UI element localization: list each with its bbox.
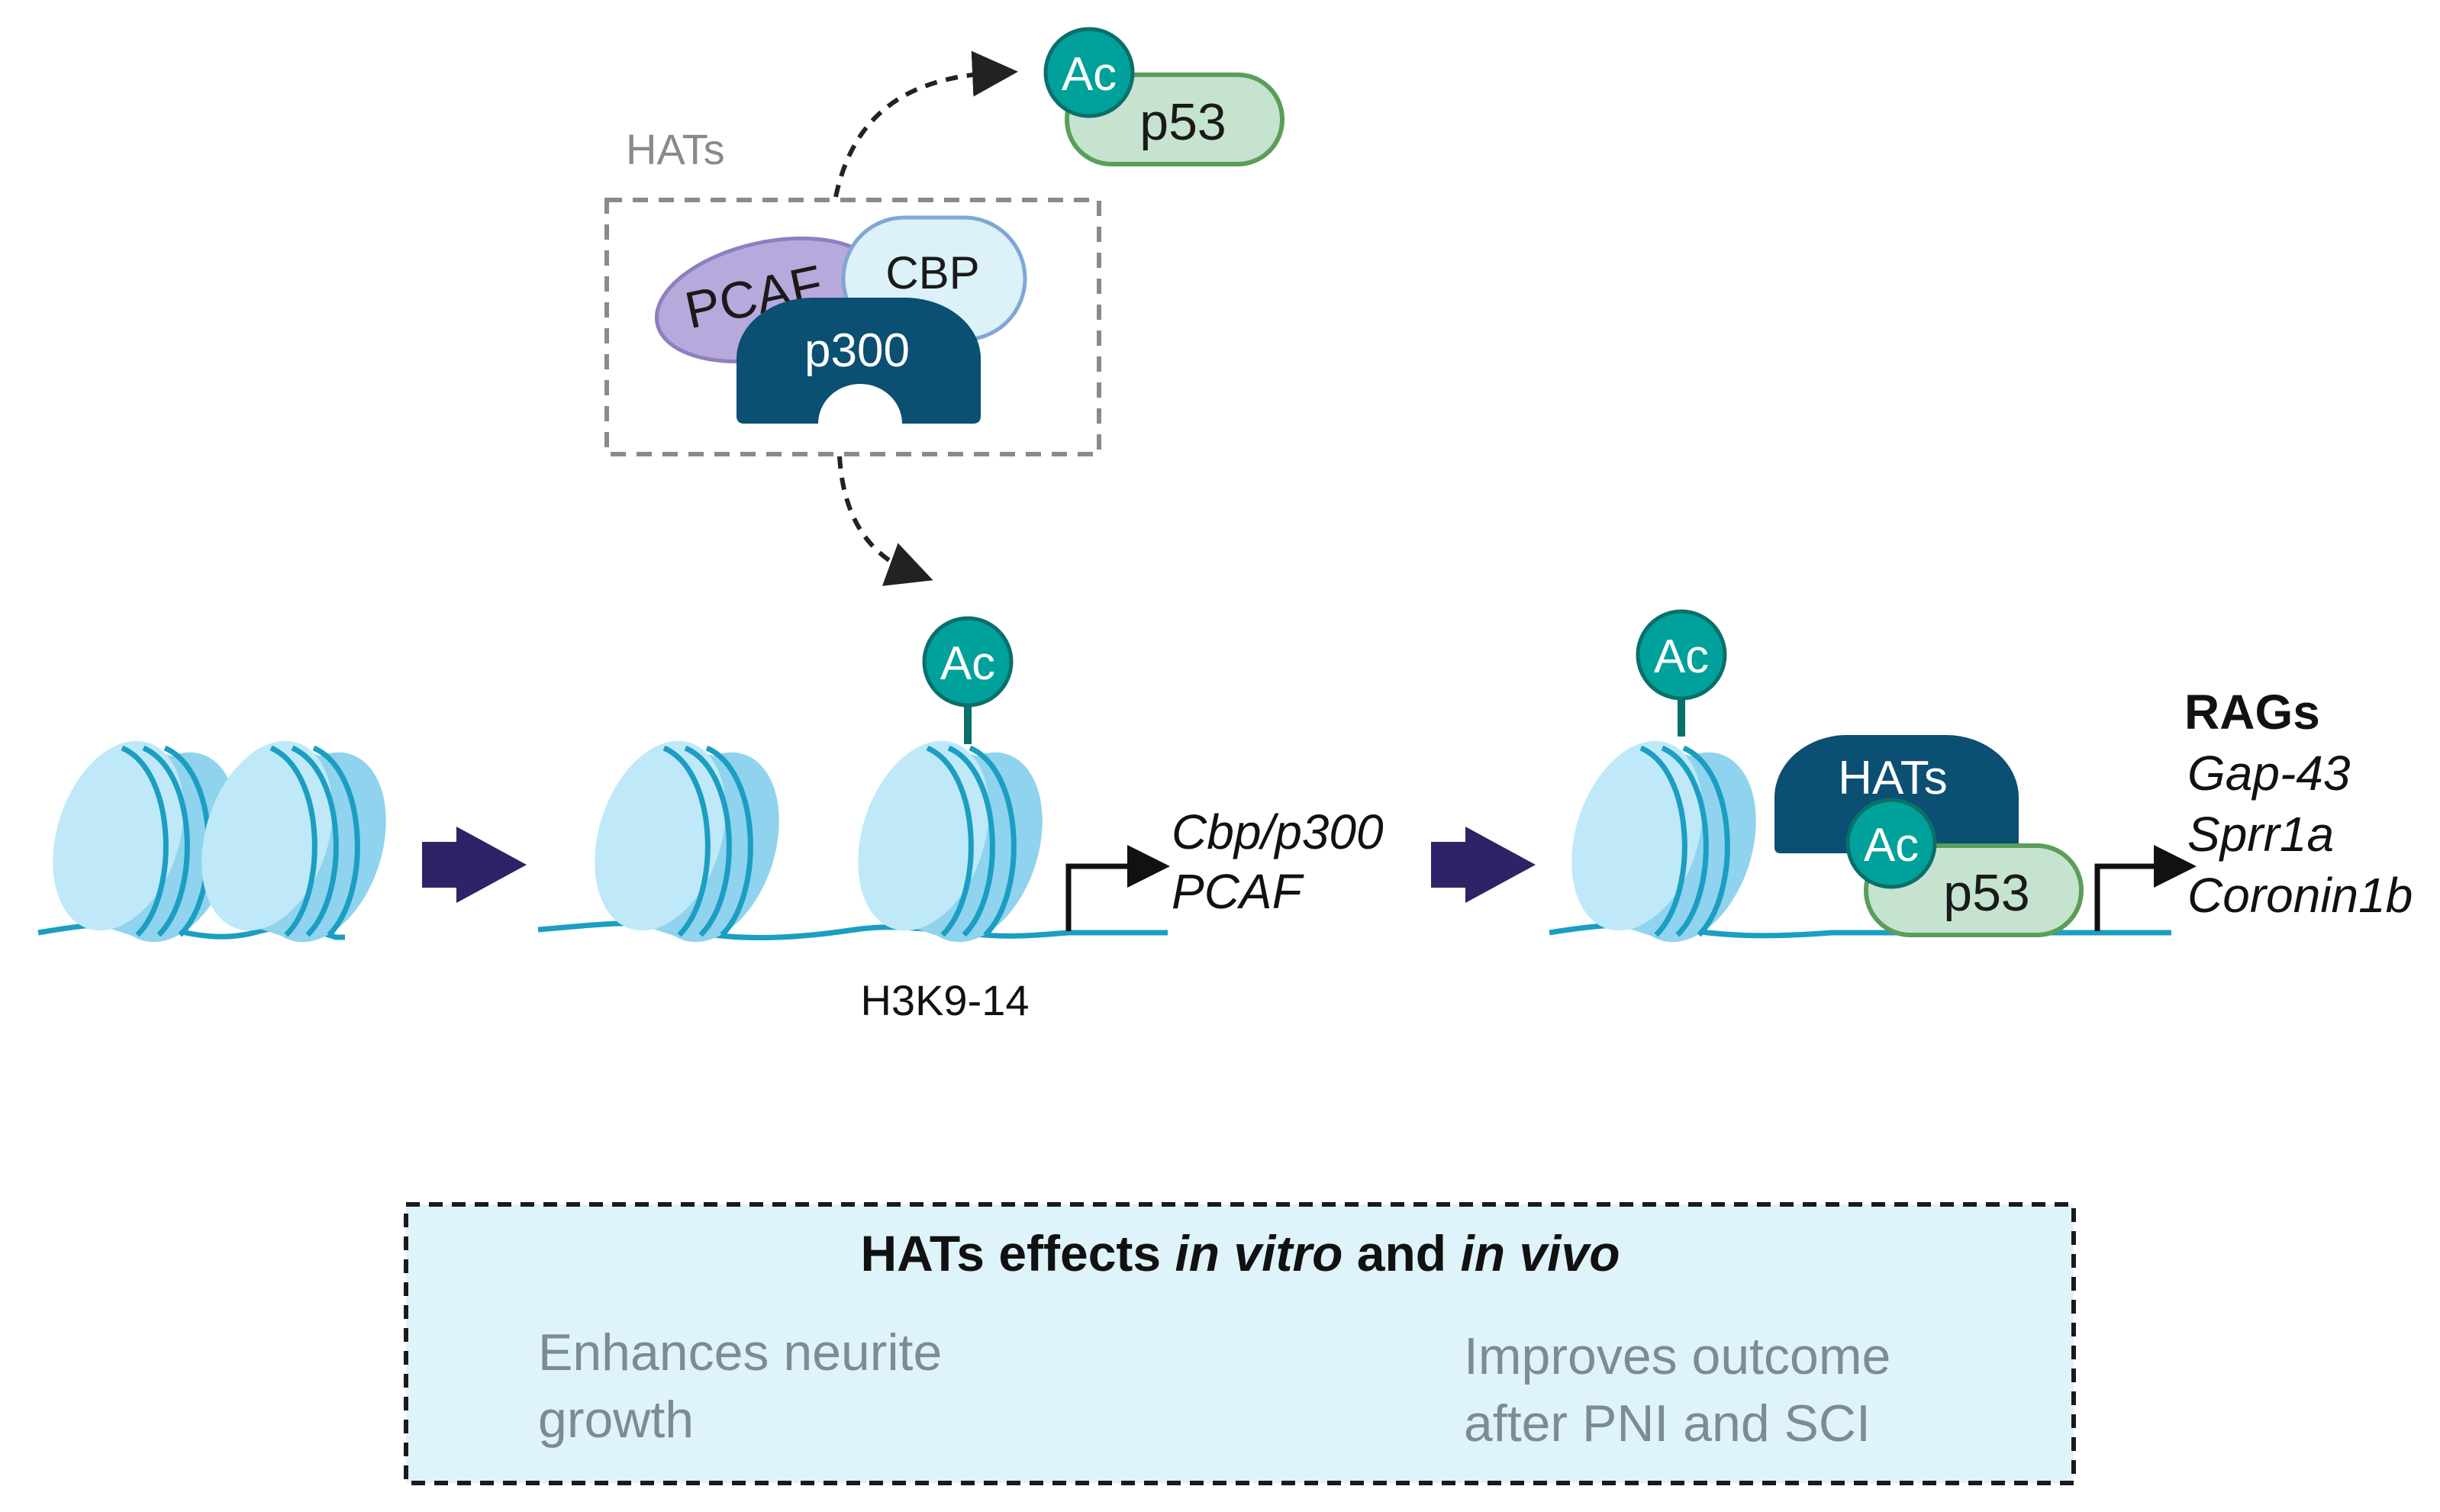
progression-arrow-1 [422,827,527,903]
rags-gene-sprr1a: Sprr1a [2187,807,2334,862]
effect-outcome-line-2: after PNI and SCI [1464,1394,1871,1452]
nucleosome-middle-1 [595,740,779,943]
effect-neurite-line-1: Enhances neurite [538,1323,942,1381]
tss-arrow-right [2094,845,2197,931]
p300-label: p300 [804,324,910,377]
arrow-to-nucleosome [837,456,933,586]
ac-middle-label: Ac [940,637,995,690]
ac-top-label: Ac [1062,48,1117,101]
p300-protein: p300 [737,297,981,424]
nucleosome-active [1549,740,2171,943]
middle-gene-pcaf: PCAF [1172,864,1305,919]
hats-complex: HATs [1774,735,2019,853]
p53-top-label: p53 [1139,93,1226,151]
acetylated-p53-right: p53 Ac [1845,798,2084,937]
effects-title-part-3: and [1342,1225,1460,1281]
rags-gene-gap43: Gap-43 [2187,746,2351,801]
effects-title-part-4: in vivo [1460,1225,1620,1281]
hats-complex-label: HATs [1838,752,1948,804]
effect-outcome-line-1: Improves outcome [1464,1327,1890,1385]
ac-right-p53-label: Ac [1864,819,1919,872]
nucleosome-pair-closed [37,740,386,943]
rags-title: RAGs [2184,685,2320,740]
nucleosome-middle-2 [858,740,1043,943]
acetyl-mark-right: Ac [1636,609,1727,737]
rags-gene-coronin1b: Coronin1b [2187,868,2413,923]
nucleosome-pair-acetylated [537,740,1168,943]
hats-box [604,198,1101,456]
effects-title-part-1: HATs effects [860,1225,1175,1281]
nucleosome-left-1 [53,740,237,943]
tss-arrow-middle [1065,845,1170,931]
effects-box [404,1202,2076,1485]
progression-arrow-2 [1431,827,1536,903]
cbp-label: CBP [885,247,979,298]
arrow-to-p53 [833,50,1018,198]
effects-title: HATs effects in vitro and in vivo [860,1225,1620,1281]
p53-right-label: p53 [1943,864,2029,922]
nucleosome-right-1 [1571,740,1756,943]
effects-title-part-2: in vitro [1175,1225,1342,1281]
middle-gene-cbp-p300: Cbp/p300 [1172,804,1384,859]
acetylated-p53-top: p53 Ac [1043,27,1284,166]
nucleosome-left-2 [201,740,386,943]
hats-box-label: HATs [626,125,725,173]
acetyl-mark-middle: Ac [922,616,1014,744]
ac-right-label: Ac [1654,630,1709,683]
h3k-label: H3K9-14 [860,976,1029,1024]
effect-neurite-line-2: growth [538,1391,694,1449]
